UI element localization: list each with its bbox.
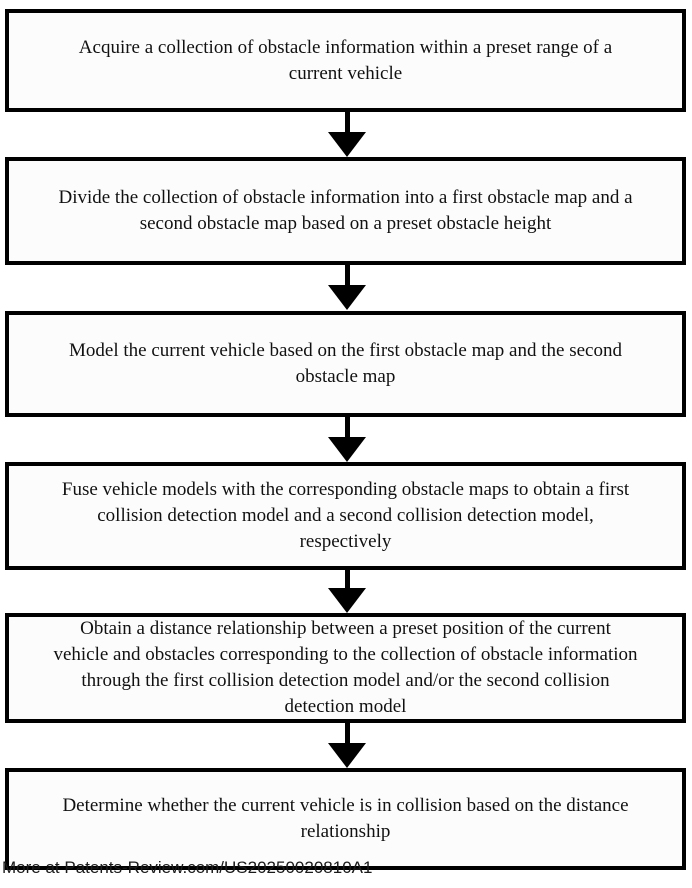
flow-step-determine-collision: Determine whether the current vehicle is… <box>5 768 686 870</box>
flow-step-label: Determine whether the current vehicle is… <box>62 795 629 842</box>
flow-step-acquire-obstacle-info: Acquire a collection of obstacle informa… <box>5 9 686 112</box>
flow-step-label: Divide the collection of obstacle inform… <box>58 187 633 234</box>
arrow-head-icon <box>328 743 366 768</box>
flow-step-obtain-distance-relationship: Obtain a distance relationship between a… <box>5 613 686 723</box>
watermark-text: More at Patents-Review.com/US20250020810… <box>2 858 373 877</box>
arrow-stem <box>345 570 350 589</box>
flow-step-divide-obstacle-maps: Divide the collection of obstacle inform… <box>5 157 686 265</box>
arrow-head-icon <box>328 588 366 613</box>
flow-step-label: Fuse vehicle models with the correspondi… <box>61 479 630 552</box>
arrow-head-icon <box>328 285 366 310</box>
arrow-stem <box>345 112 350 133</box>
flow-step-label: Model the current vehicle based on the f… <box>69 340 622 387</box>
arrow-head-icon <box>328 437 366 462</box>
arrow-stem <box>345 417 350 438</box>
arrow-stem <box>345 723 350 744</box>
arrow-stem <box>345 265 350 286</box>
flow-step-model-vehicle: Model the current vehicle based on the f… <box>5 311 686 417</box>
arrow-head-icon <box>328 132 366 157</box>
flow-step-fuse-models: Fuse vehicle models with the correspondi… <box>5 462 686 570</box>
flow-step-label: Acquire a collection of obstacle informa… <box>78 36 613 84</box>
flow-step-label: Obtain a distance relationship between a… <box>53 618 638 717</box>
